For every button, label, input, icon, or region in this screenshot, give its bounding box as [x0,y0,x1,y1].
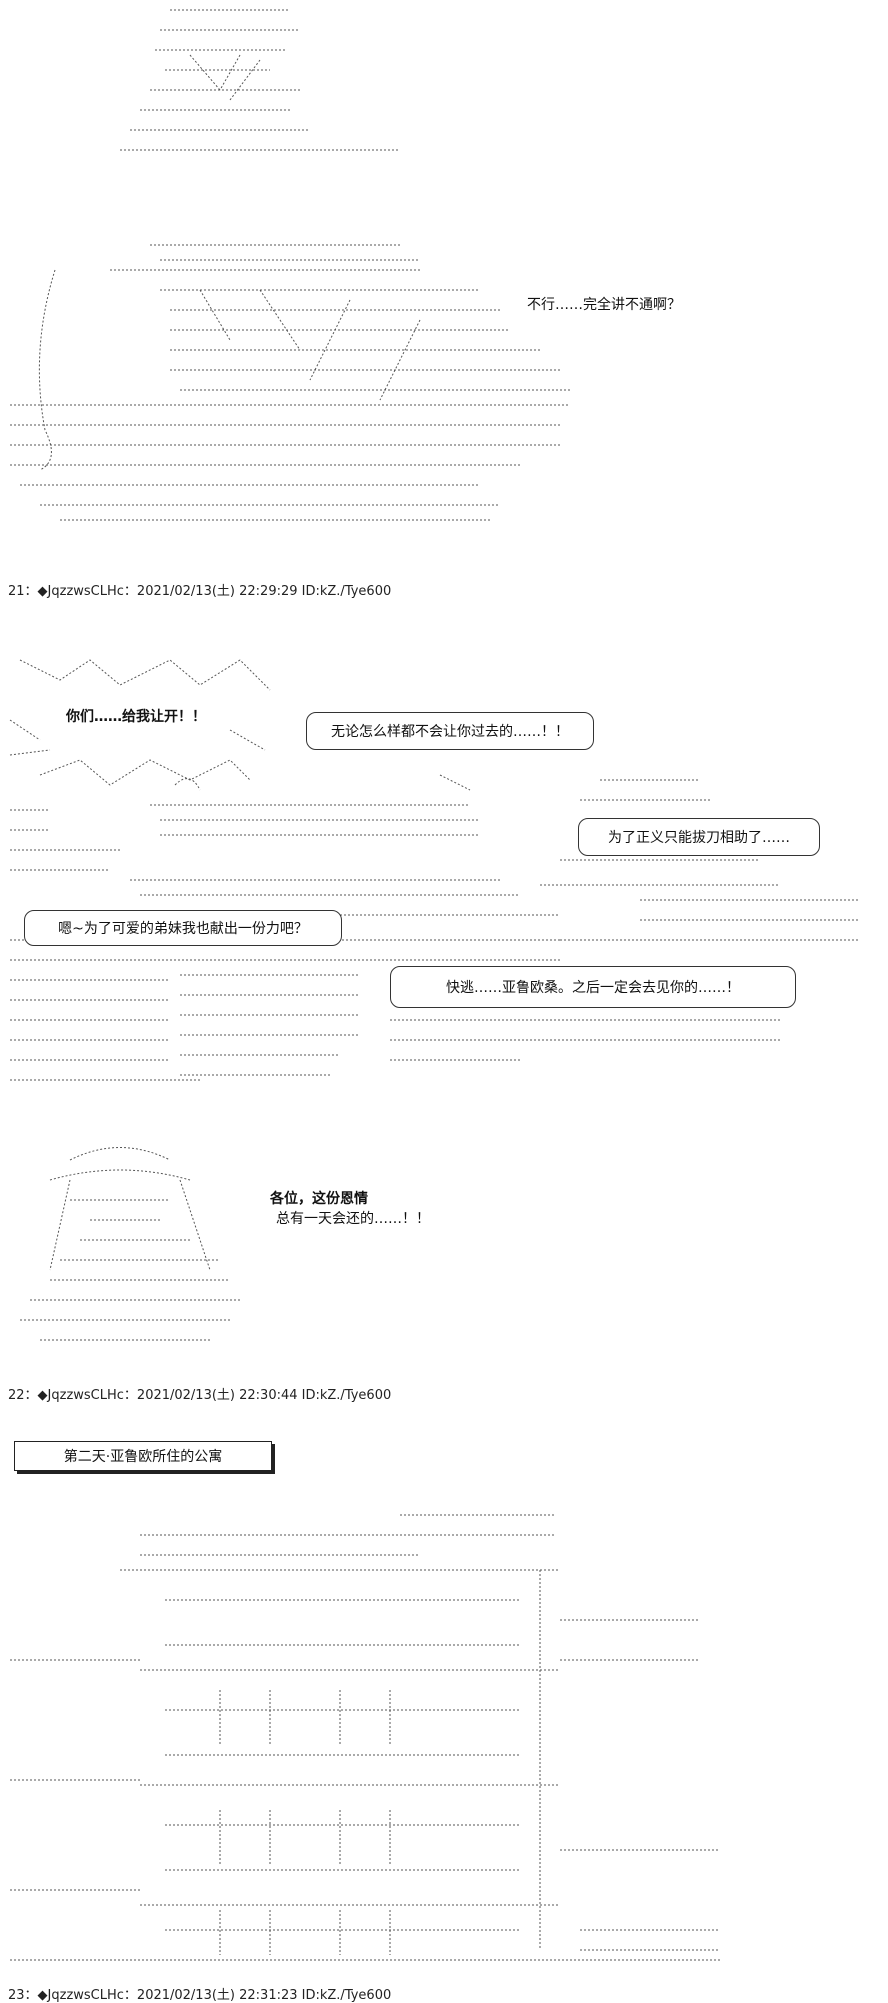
ascii-s1-stroke [199,289,231,341]
ascii-s2-stroke [19,659,271,691]
ascii-art-figure-top [120,9,400,151]
ascii-s3-stroke [49,1169,191,1181]
ascii-art-apartment [10,1514,720,1961]
ascii-s3-stroke [69,1147,171,1161]
scene-title-text: 第二天·亚鲁欧所住的公寓 [63,1449,223,1465]
ascii-s2-stroke [439,774,471,791]
ascii-s1-stroke [379,319,421,401]
caption-gratitude-line1: 各位，这份恩情 [270,1191,368,1207]
caption-not-working: 不行……完全讲不通啊？ [527,297,681,313]
ascii-art-scene1 [10,244,570,521]
ascii-s3-stroke [179,1179,211,1271]
speech-bubble-block: 无论怎么样都不会让你过去的……！！ [306,712,594,750]
ascii-top-stroke [189,54,221,91]
ascii-top-stroke [229,59,261,101]
ascii-s1-stroke [309,299,351,381]
ascii-top-stroke [219,54,241,91]
ascii-s2-stroke [174,778,201,791]
speech-bubble-sister: 嗯~为了可爱的弟妹我也献出一份力吧？ [24,910,342,946]
shout-let-me-through: 你们……给我让开！！ [66,709,206,725]
speech-bubble-escape: 快逃……亚鲁欧桑。之后一定会去见你的……！ [390,966,796,1008]
post-header-22: 22：◆JqzzwsCLHc：2021/02/13(土) 22:30:44 ID… [8,1388,392,1403]
post-header-23: 23：◆JqzzwsCLHc：2021/02/13(土) 22:31:23 ID… [8,1988,392,2003]
ascii-s1-stroke [38,269,56,471]
ascii-art-scene3 [20,1147,240,1341]
ascii-s2-stroke [9,719,41,741]
ascii-art-scene2 [9,659,860,1081]
ascii-s2-stroke [9,749,51,756]
ascii-s1-stroke [259,289,301,351]
scene-title-box: 第二天·亚鲁欧所住的公寓 [14,1441,272,1471]
speech-bubble-justice: 为了正义只能拔刀相助了…… [578,818,820,856]
ascii-s3-stroke [49,1179,71,1271]
ascii-s2-stroke [39,759,251,786]
ascii-s2-stroke [229,729,266,751]
caption-gratitude-line2: 总有一天会还的……！！ [276,1211,430,1227]
post-header-21: 21：◆JqzzwsCLHc：2021/02/13(土) 22:29:29 ID… [8,584,392,599]
